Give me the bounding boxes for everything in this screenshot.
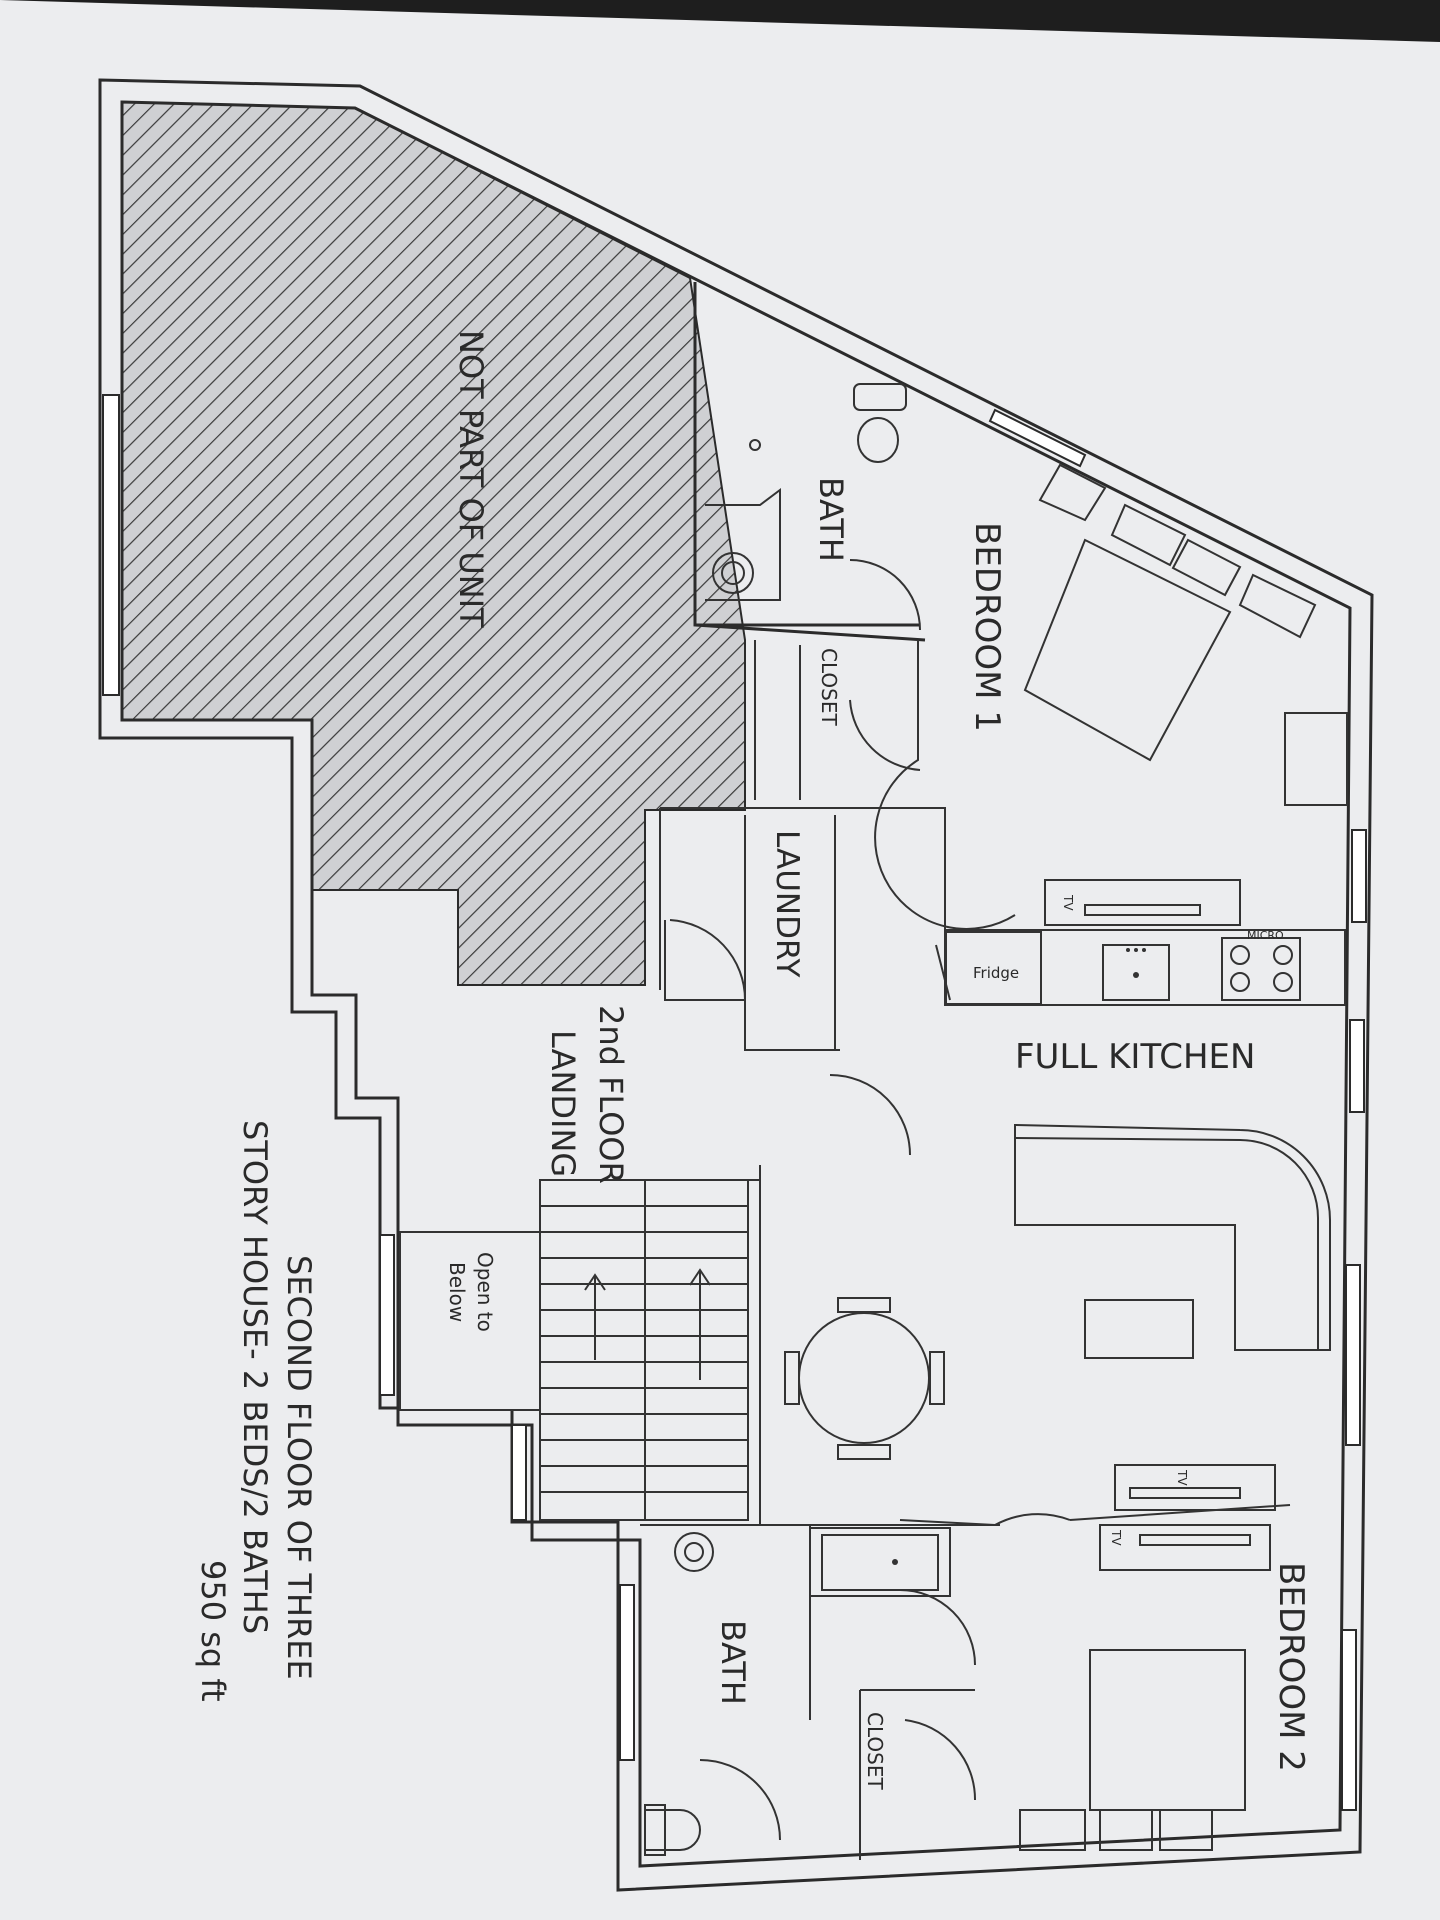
bedroom1-furniture	[1023, 463, 1348, 806]
kitchen-fixtures	[944, 879, 1346, 1359]
landing-label-line1: 2nd FLOOR	[592, 1005, 630, 1184]
caption-line2: STORY HOUSE- 2 BEDS/2 BATHS	[236, 1120, 274, 1634]
caption-line3: 950 sq ft	[194, 1560, 232, 1702]
bedroom1-label: BEDROOM 1	[967, 522, 1007, 732]
landing-label-line2: LANDING	[544, 1030, 582, 1177]
closet2-label: CLOSET	[863, 1712, 887, 1790]
bath2-label: BATH	[714, 1620, 752, 1705]
fridge-label: Fridge	[973, 964, 1019, 982]
bedroom2-furniture	[1019, 1464, 1276, 1851]
laundry-label: LAUNDRY	[769, 830, 805, 977]
tv2-label: TV	[1175, 1469, 1189, 1486]
tv1-label: TV	[1061, 894, 1075, 911]
caption-line1: SECOND FLOOR OF THREE	[280, 1255, 318, 1680]
open-to-below-line2: Below	[445, 1262, 469, 1322]
door-swings	[669, 559, 1071, 1841]
bedroom2-label: BEDROOM 2	[1271, 1562, 1311, 1772]
room-labels: NOT PART OF UNIT BATH BEDROOM 1 CLOSET L…	[445, 330, 1311, 1790]
not-part-of-unit-label: NOT PART OF UNIT	[452, 330, 490, 628]
dining-table	[784, 1297, 945, 1460]
bath2-fixtures	[644, 1527, 951, 1856]
staircase	[539, 1179, 749, 1521]
closet1-label: CLOSET	[817, 648, 841, 726]
windows	[102, 394, 1367, 1811]
paper-top-shadow	[0, 0, 1440, 42]
micro-label: MICRO	[1247, 929, 1284, 942]
bath1-fixtures	[705, 383, 907, 601]
open-to-below	[399, 1231, 541, 1411]
bath1-label: BATH	[812, 477, 850, 562]
plan-caption: SECOND FLOOR OF THREE STORY HOUSE- 2 BED…	[194, 1120, 318, 1702]
open-to-below-line1: Open to	[473, 1252, 497, 1332]
kitchen-label: FULL KITCHEN	[1015, 1037, 1255, 1077]
tv3-label: TV	[1109, 1529, 1123, 1546]
